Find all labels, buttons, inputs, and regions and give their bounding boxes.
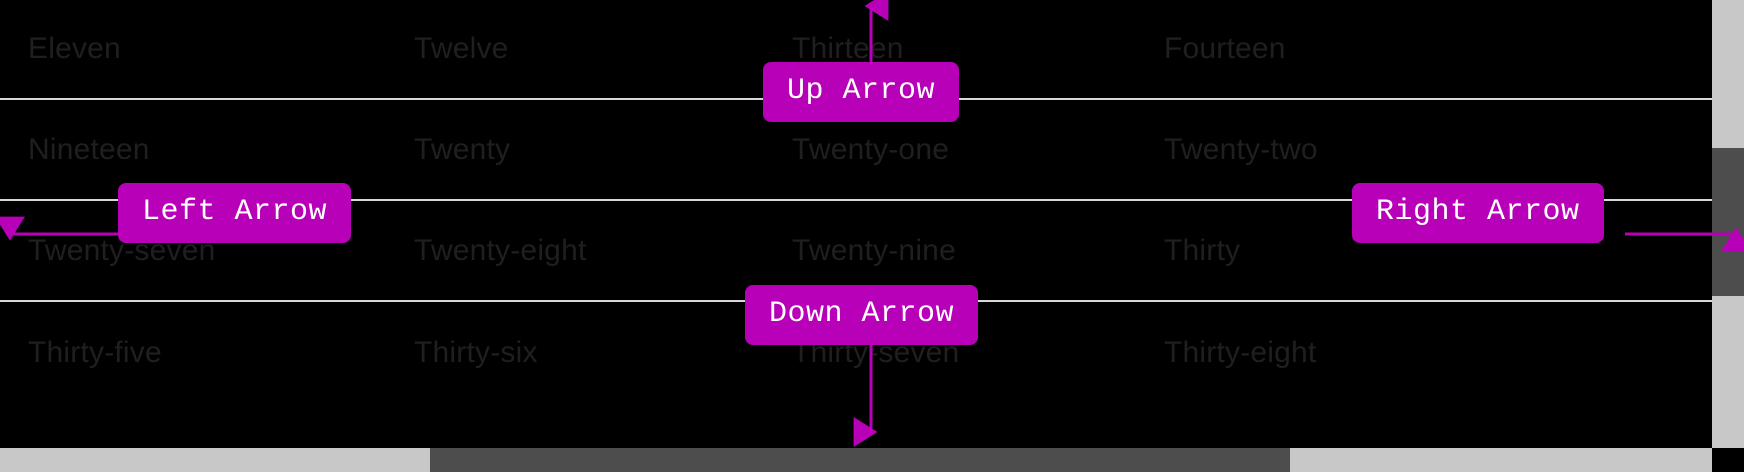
- table-cell[interactable]: Thirty-five: [28, 335, 162, 369]
- table-cell[interactable]: Eleven: [28, 32, 121, 65]
- table-row[interactable]: Thirty-five Thirty-six Thirty-seven Thir…: [0, 302, 1712, 403]
- annotation-label-down-arrow[interactable]: Down Arrow: [745, 285, 979, 345]
- annotation-label-left-arrow[interactable]: Left Arrow: [118, 183, 352, 243]
- table-cell[interactable]: Thirty-six: [414, 335, 538, 369]
- horizontal-scrollbar-track[interactable]: [0, 448, 1712, 472]
- table-cell[interactable]: Twenty-nine: [792, 233, 956, 267]
- horizontal-scrollbar-thumb[interactable]: [430, 448, 1290, 472]
- table-cell[interactable]: Thirteen: [792, 32, 904, 65]
- table-cell[interactable]: Nineteen: [28, 132, 150, 166]
- scrollbar-corner: [1712, 448, 1744, 472]
- table-cell[interactable]: Thirty: [1164, 233, 1241, 267]
- annotation-label-up-arrow[interactable]: Up Arrow: [763, 62, 960, 122]
- table-cell[interactable]: Twenty-one: [792, 132, 950, 166]
- table-cell[interactable]: Thirty-eight: [1164, 335, 1317, 369]
- vertical-scrollbar-track[interactable]: [1712, 0, 1744, 448]
- table-cell[interactable]: Twenty-two: [1164, 132, 1318, 166]
- vertical-scrollbar-thumb[interactable]: [1712, 148, 1744, 296]
- table-cell[interactable]: Twelve: [414, 32, 509, 65]
- annotation-label-right-arrow[interactable]: Right Arrow: [1352, 183, 1604, 243]
- table-row[interactable]: Nineteen Twenty Twenty-one Twenty-two: [0, 100, 1712, 201]
- table-cell[interactable]: Twenty-eight: [414, 233, 587, 267]
- table-cell[interactable]: Fourteen: [1164, 32, 1286, 65]
- table-cell[interactable]: Twenty: [414, 132, 511, 166]
